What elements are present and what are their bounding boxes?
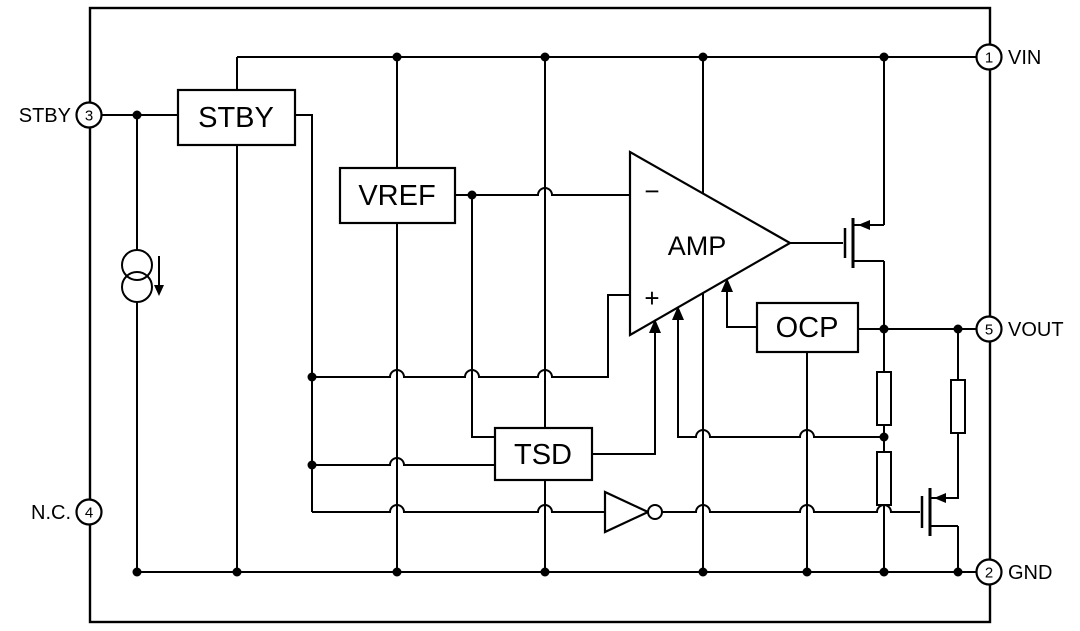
- pin-circle-stby: [75, 101, 103, 129]
- current-source-fill-top: [122, 250, 152, 280]
- ic-boundary: [88, 6, 992, 624]
- amp-triangle: [628, 150, 793, 337]
- tsd-block: [493, 426, 594, 482]
- amp-plus-sign: +: [644, 283, 659, 313]
- junction-dot: [879, 432, 889, 442]
- wire-stby-to-inverter: [312, 504, 605, 513]
- pin-label-nc: N.C.: [31, 502, 71, 524]
- ocp-block: [755, 301, 860, 354]
- pin-number-vin: 1: [985, 50, 993, 67]
- vref-block: [338, 166, 457, 225]
- feedback-resistor-top: [876, 371, 892, 426]
- junction-dot: [307, 372, 317, 382]
- junction-dot: [540, 567, 550, 577]
- pin-label-vout: VOUT: [1008, 319, 1064, 341]
- junction-dot: [132, 567, 142, 577]
- pin-circle-vout: [975, 315, 1003, 343]
- pin-label-gnd: GND: [1008, 562, 1052, 584]
- junction-dot: [698, 567, 708, 577]
- resistors: [876, 371, 966, 506]
- nmos-discharge-transistor-icon: [920, 488, 946, 536]
- pmos-pass-transistor-icon: [843, 218, 870, 268]
- wire-ocp-to-amp: [726, 292, 757, 328]
- junction-dot: [132, 110, 142, 120]
- wire-stby-to-amp: [312, 294, 630, 378]
- wire-stby-to-tsd: [312, 457, 495, 466]
- junction-dot: [307, 460, 317, 470]
- junction-dot: [467, 190, 477, 200]
- pin-number-nc: 4: [85, 505, 93, 522]
- current-source-circle-bottom: [121, 271, 153, 303]
- amp-label: AMP: [668, 231, 727, 261]
- ocp-block-label: OCP: [776, 312, 839, 344]
- pin-circle-vin: [975, 43, 1003, 71]
- current-source-icon: [121, 249, 164, 303]
- wire-vref-to-tsd: [471, 195, 495, 438]
- feedback-arrow-icon: [672, 306, 684, 320]
- tsd-block-label: TSD: [514, 439, 572, 471]
- wire-feedback-to-amp: [677, 320, 884, 438]
- wire-tsd-to-amp: [592, 333, 656, 455]
- nmos-arrow: [934, 493, 946, 503]
- stby-block-label: STBY: [198, 102, 274, 134]
- wires: [101, 56, 977, 573]
- current-source-arrow-head: [154, 285, 164, 296]
- pin-label-stby: STBY: [19, 105, 71, 127]
- junction-dot: [879, 324, 889, 334]
- blocks: STBY VREF TSD OCP: [176, 88, 860, 482]
- feedback-resistor-bottom: [876, 451, 892, 506]
- pin-number-gnd: 2: [985, 565, 993, 582]
- junction-dot: [392, 52, 402, 62]
- inverter-triangle: [603, 490, 651, 534]
- inverter-bubble: [647, 504, 663, 520]
- current-source-fill-bottom: [122, 272, 152, 302]
- junction-dot: [540, 52, 550, 62]
- tsd-arrow-icon: [649, 319, 661, 333]
- current-source-circle-top: [121, 249, 153, 281]
- junction-dot: [802, 567, 812, 577]
- discharge-resistor: [950, 379, 966, 434]
- pin-number-vout: 5: [985, 322, 993, 339]
- pin-number-stby: 3: [85, 108, 93, 125]
- junction-dot: [232, 567, 242, 577]
- stby-block: [176, 88, 297, 147]
- pins: 1 VIN 5 VOUT 2 GND 3 STBY 4 N.C.: [19, 43, 1064, 586]
- junction-dot: [698, 52, 708, 62]
- pin-label-vin: VIN: [1008, 47, 1041, 69]
- pmos-arrow: [858, 220, 870, 230]
- pin-circle-nc: [75, 498, 103, 526]
- junction-dot: [953, 324, 963, 334]
- junction-dot: [879, 567, 889, 577]
- pin-circle-gnd: [975, 558, 1003, 586]
- ocp-arrow-icon: [721, 278, 733, 292]
- wire-discharge-source: [930, 525, 959, 572]
- junction-dot: [879, 52, 889, 62]
- amp-input-arrows: [649, 278, 733, 333]
- inverter-gate: [603, 490, 663, 534]
- junction-dot: [953, 567, 963, 577]
- junction-dots: [132, 52, 963, 577]
- amp-minus-sign: −: [644, 176, 659, 206]
- vref-block-label: VREF: [358, 180, 435, 212]
- amp-opamp: AMP − +: [628, 150, 793, 337]
- junction-dot: [392, 567, 402, 577]
